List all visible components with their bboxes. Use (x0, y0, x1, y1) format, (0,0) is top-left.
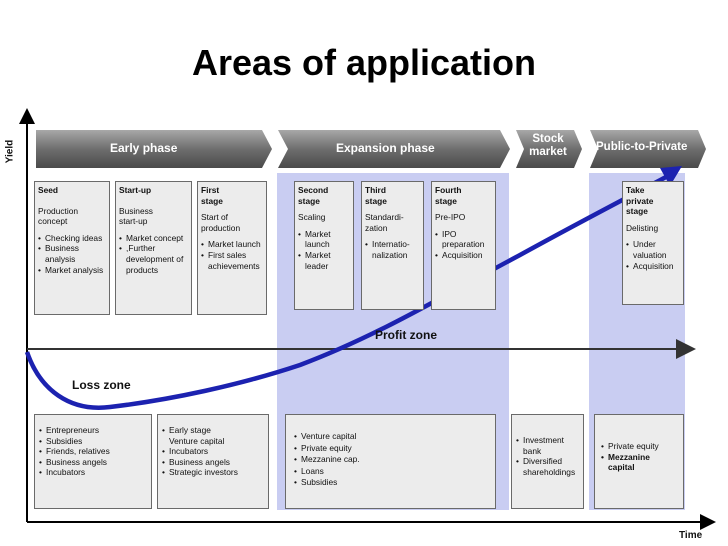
list-item: Private equity (601, 441, 677, 452)
list-item: Checking ideas (38, 233, 106, 244)
funding-box-stock: Investment bank Diversified shareholding… (511, 414, 584, 509)
list-item: Mezzanine cap. (294, 454, 487, 465)
list-item: Business analysis (38, 243, 106, 264)
chevron-stock (516, 130, 582, 168)
list-item: Market launch (201, 239, 263, 250)
stage-desc: Standardi- zation (365, 212, 404, 233)
list-item: Subsidies (39, 436, 147, 447)
list-item: Market analysis (38, 265, 106, 276)
list-item: IPO preparation (435, 229, 488, 250)
list-item: Strategic investors (162, 467, 264, 478)
stage-box-second: Second stage Scaling Market launch Marke… (294, 181, 354, 310)
page-title: Areas of application (191, 42, 537, 83)
list-item: Loans (294, 466, 487, 477)
list-item: Incubators (162, 446, 264, 457)
list-item: Market concept (119, 233, 188, 244)
stage-box-seed: Seed Production concept Checking ideas B… (34, 181, 110, 315)
stage-desc: Production concept (38, 205, 79, 227)
growth-curve-arrowhead (660, 166, 682, 186)
funding-box-early-a: Entrepreneurs Subsidies Friends, relativ… (34, 414, 152, 509)
list-item: Friends, relatives (39, 446, 147, 457)
list-item: Venture capital (294, 431, 487, 442)
phase-label-early: Early phase (110, 141, 178, 155)
stage-name: Start-up (119, 185, 152, 195)
chevron-ptp (590, 130, 706, 168)
funding-box-early-b: Early stage Venture capital Incubators B… (157, 414, 269, 509)
phase-label-ptp: Public-to-Private (596, 141, 688, 153)
stage-name: Take private stage (626, 185, 654, 217)
list-item: Entrepreneurs (39, 425, 147, 436)
growth-curve (24, 174, 670, 410)
list-item: Acquisition (626, 261, 680, 272)
list-item: Business angels (162, 457, 264, 468)
phase-label-stock: Stock market (529, 133, 567, 158)
y-axis-label: Yield (4, 139, 16, 164)
stage-desc: Scaling (298, 212, 326, 223)
stage-box-third: Third stage Standardi- zation Internatio… (361, 181, 424, 310)
list-item: First sales achievements (201, 250, 263, 271)
list-item: ,Further development of products (119, 243, 188, 275)
list-item: Subsidies (294, 477, 487, 488)
chevron-expansion (278, 130, 510, 168)
list-item: Mezzanine capital (601, 452, 658, 473)
list-item: Investment bank (516, 435, 567, 456)
stage-desc: Pre-IPO (435, 212, 466, 223)
list-item: Internatio- nalization (365, 239, 418, 260)
x-axis-label: Time (679, 530, 703, 541)
list-item: Early stage Venture capital (162, 425, 241, 446)
stage-name: First stage (201, 185, 223, 206)
stage-box-fourth: Fourth stage Pre-IPO IPO preparation Acq… (431, 181, 496, 310)
list-item: Market launch (298, 229, 339, 250)
stage-desc: Business start-up (119, 205, 153, 227)
list-item: Private equity (294, 443, 487, 454)
stage-desc: Delisting (626, 222, 659, 233)
profit-zone-label: Profit zone (375, 328, 437, 342)
funding-box-expansion: Venture capital Private equity Mezzanine… (285, 414, 496, 509)
phase-label-expansion: Expansion phase (336, 141, 435, 155)
list-item: Market leader (298, 250, 339, 271)
list-item: Business angels (39, 457, 147, 468)
list-item: Acquisition (435, 250, 492, 261)
list-item: Diversified shareholdings (516, 456, 575, 477)
list-item: Under valuation (626, 239, 675, 260)
stage-name: Third stage (365, 185, 387, 206)
loss-zone-label: Loss zone (72, 378, 131, 392)
stage-box-take-private: Take private stage Delisting Under valua… (622, 181, 684, 305)
stage-box-start-up: Start-up Business start-up Market concep… (115, 181, 192, 315)
stage-name: Seed (38, 185, 59, 195)
stage-name: Second stage (298, 185, 329, 206)
list-item: Incubators (39, 467, 147, 478)
funding-box-ptp: Private equity Mezzanine capital (594, 414, 684, 509)
stage-box-first: First stage Start of production Market l… (197, 181, 267, 315)
stage-desc: Start of production (201, 212, 241, 233)
stage-name: Fourth stage (435, 185, 462, 206)
chevron-early (36, 130, 272, 168)
